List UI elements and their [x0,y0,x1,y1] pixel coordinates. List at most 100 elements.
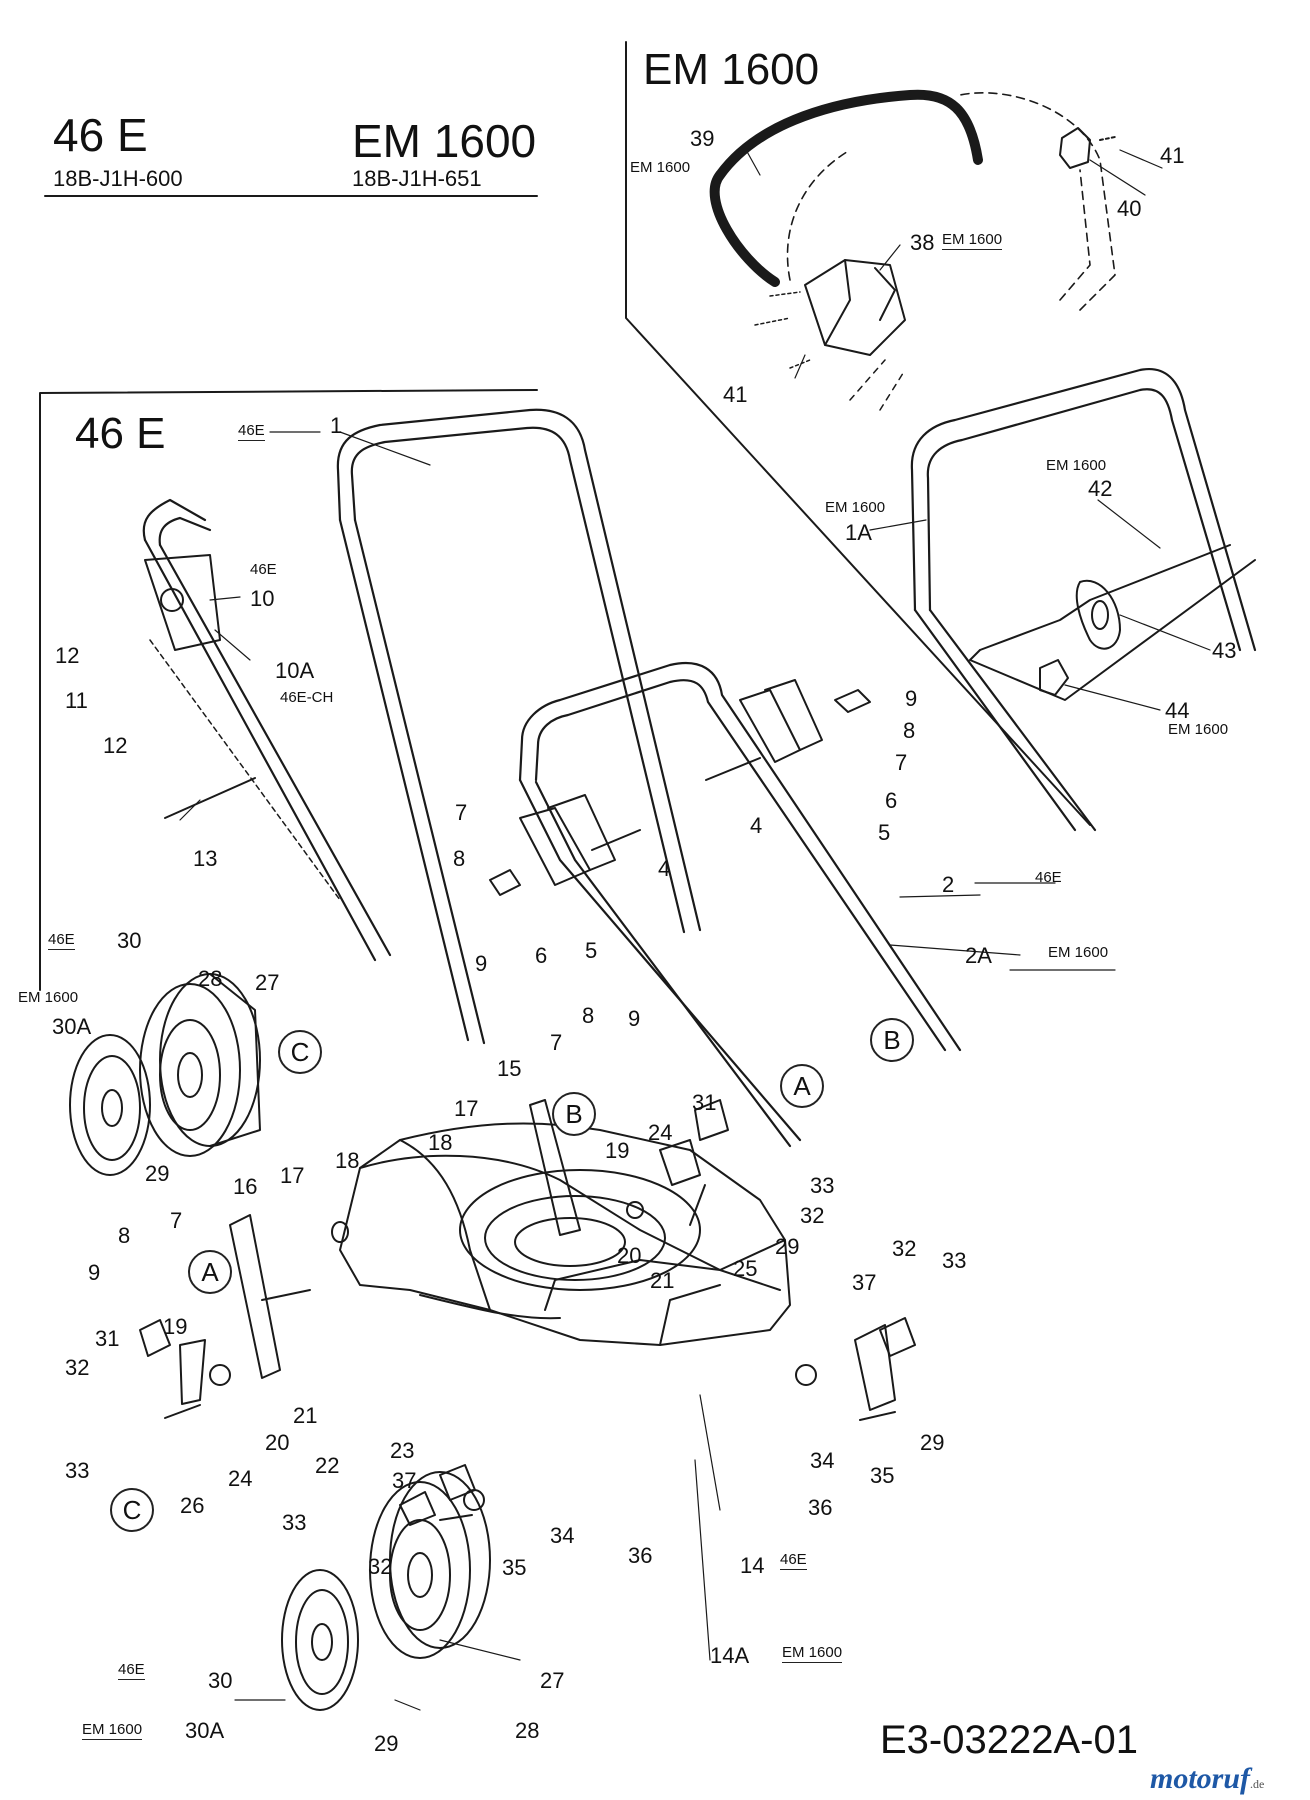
callout-17: 17 [280,1163,305,1188]
callout-8-bottom: 8 [118,1223,131,1248]
callout-29-mid: 29 [775,1234,800,1259]
callout-13: 13 [193,846,218,871]
callout-32-mid: 32 [800,1203,825,1228]
callout-4-left: 4 [658,856,671,881]
inset-em1600-title: EM 1600 [643,45,820,94]
callout-33-bottom: 33 [65,1458,90,1483]
callout-11: 11 [65,688,88,713]
callout-26: 26 [180,1493,205,1518]
callout-36-right: 36 [808,1495,833,1520]
model-a-title: 46 E [53,109,148,161]
callout-44-note: EM 1600 [1168,721,1229,738]
callout-38-note: EM 1600 [942,231,1003,250]
model-a-code: 18B-J1H-600 [53,166,183,191]
knob-part-40 [1059,127,1116,169]
lower-handle-part-2 [518,661,962,1148]
wheel-front-part-28 [369,1471,491,1659]
bail-part-42 [969,544,1256,701]
callout-12b: 12 [103,733,128,758]
callout-22: 22 [315,1453,340,1478]
callout-34-bottom: 34 [550,1523,575,1548]
callout-30A: 30A [52,1014,92,1039]
screws-part-41 [754,291,811,369]
ref-circle-c-lower: C [110,1488,154,1532]
callout-5-right: 5 [878,820,891,845]
callout-42-note: EM 1600 [1046,457,1107,474]
clip-part-43 [1075,579,1121,650]
callout-37-right: 37 [852,1270,877,1295]
callout-37-bottom: 37 [392,1468,417,1493]
handle-bracket-left [489,794,641,896]
callout-25: 25 [733,1256,758,1281]
watermark-logo: motoruf.de [1150,1762,1264,1796]
callout-35-right: 35 [870,1463,895,1488]
callout-10A: 10A [275,658,315,683]
drawing-code: E3-03222A-01 [880,1718,1138,1762]
callout-33-mid: 33 [810,1173,835,1198]
watermark-name: motoruf [1150,1762,1251,1795]
ref-circle-a-upper: A [780,1064,824,1108]
wheel-rear-left-part-28 [139,973,261,1157]
callout-14A-note: EM 1600 [782,1644,843,1663]
ref-circle-b-upper: B [870,1018,914,1062]
callout-7-mid: 7 [550,1030,563,1055]
callout-1: 1 [330,413,343,438]
callout-6-right: 6 [885,788,898,813]
callout-41b: 41 [723,382,748,407]
callout-1A: 1A [845,520,872,545]
inset-46e-frame [39,389,538,991]
switch-box-part-38 [804,259,906,411]
callout-21-bottom: 21 [293,1403,318,1428]
callout-10A-note: 46E-CH [280,689,334,706]
upper-handle-part-1 [336,408,702,1045]
callout-28: 28 [198,966,223,991]
callout-1-note: 46E [238,422,265,441]
axle-lever-mid [626,1099,729,1226]
ref-circle-a-lower: A [188,1250,232,1294]
callout-35-bottom: 35 [502,1555,527,1580]
callout-8-mid: 8 [582,1003,595,1028]
callout-20-bottom: 20 [265,1430,290,1455]
callout-39: 39 [690,126,715,151]
axle-lever-bottom [399,1464,485,1526]
hubcap-part-30-front [281,1569,359,1711]
callout-4-right: 4 [750,813,763,838]
callout-9-left: 9 [475,951,488,976]
callout-7-right: 7 [895,750,908,775]
callout-16: 16 [233,1174,258,1199]
callout-33-center: 33 [282,1510,307,1535]
callout-29-right: 29 [920,1430,945,1455]
inset-46e-title: 46 E [75,409,166,458]
callout-30A-bottom-note: EM 1600 [82,1721,143,1740]
watermark-suffix: .de [1250,1777,1265,1791]
callout-42: 42 [1088,476,1113,501]
callout-10-note: 46E [250,561,277,578]
callout-14-note: 46E [780,1551,807,1570]
callout-14: 14 [740,1553,765,1578]
callout-31-bottom: 31 [95,1326,120,1351]
callout-44: 44 [1165,698,1190,723]
callout-15: 15 [497,1056,522,1081]
model-b-title: EM 1600 [352,115,537,167]
callout-6-left: 6 [535,943,548,968]
callout-30: 30 [117,928,142,953]
plate-part-16 [229,1214,311,1379]
handle-part-1A [910,367,1257,832]
mower-deck-part-14 [331,1122,791,1346]
callout-24-bottom: 24 [228,1466,253,1491]
callout-12a: 12 [55,643,80,668]
callout-32-right: 32 [892,1236,917,1261]
callout-9-right: 9 [905,686,918,711]
callout-30-bottom: 30 [208,1668,233,1693]
callout-32-center: 32 [368,1554,393,1579]
callout-41a: 41 [1160,143,1185,168]
callout-2: 2 [942,872,955,897]
callout-30A-note: EM 1600 [18,989,79,1006]
callout-30A-bottom: 30A [185,1718,225,1743]
callout-32-bottom: 32 [65,1355,90,1380]
callout-38: 38 [910,230,935,255]
handle-bracket-right [705,679,871,781]
callout-39-note: EM 1600 [630,159,691,176]
hubcap-part-30 [69,1034,151,1176]
callout-36-bottom: 36 [628,1543,653,1568]
